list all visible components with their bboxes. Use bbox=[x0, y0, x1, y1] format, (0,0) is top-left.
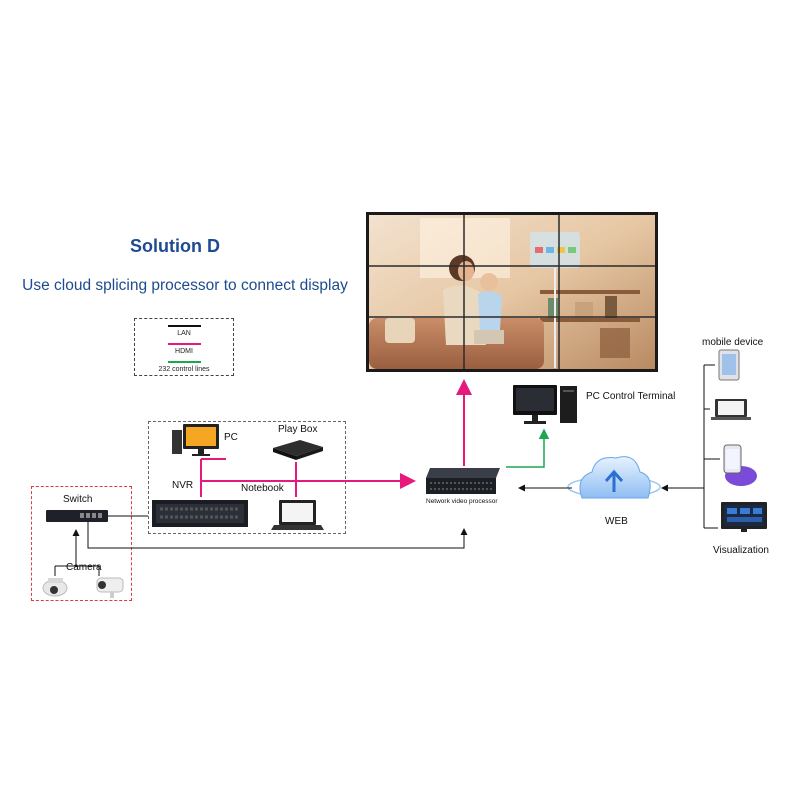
legend-lan-label: LAN bbox=[177, 330, 191, 337]
legend-control-label: 232 control lines bbox=[158, 366, 210, 373]
pc-label: PC bbox=[224, 432, 238, 443]
legend-hdmi-line bbox=[168, 343, 201, 345]
processor-icon bbox=[426, 468, 500, 494]
play-box-icon bbox=[273, 440, 323, 460]
processor-label: Network video processor bbox=[426, 498, 498, 505]
legend-control-line bbox=[168, 361, 201, 363]
mobile-device-label: mobile device bbox=[702, 337, 764, 348]
legend: LAN HDMI 232 control lines bbox=[134, 318, 234, 376]
camera-label: Camera bbox=[66, 562, 102, 573]
dome-camera-icon bbox=[42, 578, 68, 597]
control-connections bbox=[506, 428, 550, 468]
source-devices-group bbox=[148, 421, 346, 534]
hdmi-connections bbox=[200, 379, 472, 497]
web-label: WEB bbox=[605, 516, 628, 527]
nvr-label: NVR bbox=[172, 480, 194, 491]
pc-icon bbox=[172, 424, 219, 456]
cloud-icon bbox=[567, 456, 661, 499]
play-box-label: Play Box bbox=[278, 424, 318, 435]
notebook-icon bbox=[271, 500, 324, 530]
visualization-monitor-icon bbox=[721, 502, 767, 532]
notebook-label: Notebook bbox=[241, 483, 284, 494]
tablet-icon bbox=[718, 349, 740, 381]
page-subtitle: Use cloud splicing processor to connect … bbox=[22, 277, 348, 294]
switch-label: Switch bbox=[63, 494, 93, 505]
smartphone-icon bbox=[723, 444, 757, 486]
switch-icon bbox=[46, 510, 108, 522]
page-title: Solution D bbox=[130, 236, 220, 256]
video-wall bbox=[366, 212, 658, 372]
lan-connections bbox=[54, 364, 720, 576]
bullet-camera-icon bbox=[96, 577, 124, 598]
laptop-icon bbox=[711, 399, 751, 420]
pc-control-terminal-label: PC Control Terminal bbox=[586, 391, 676, 402]
nvr-icon bbox=[152, 500, 248, 527]
legend-hdmi-label: HDMI bbox=[175, 348, 193, 355]
switch-camera-group bbox=[31, 486, 132, 601]
visualization-label: Visualization bbox=[713, 545, 769, 556]
pc-control-terminal-icon bbox=[513, 385, 577, 424]
legend-lan-line bbox=[168, 325, 201, 327]
